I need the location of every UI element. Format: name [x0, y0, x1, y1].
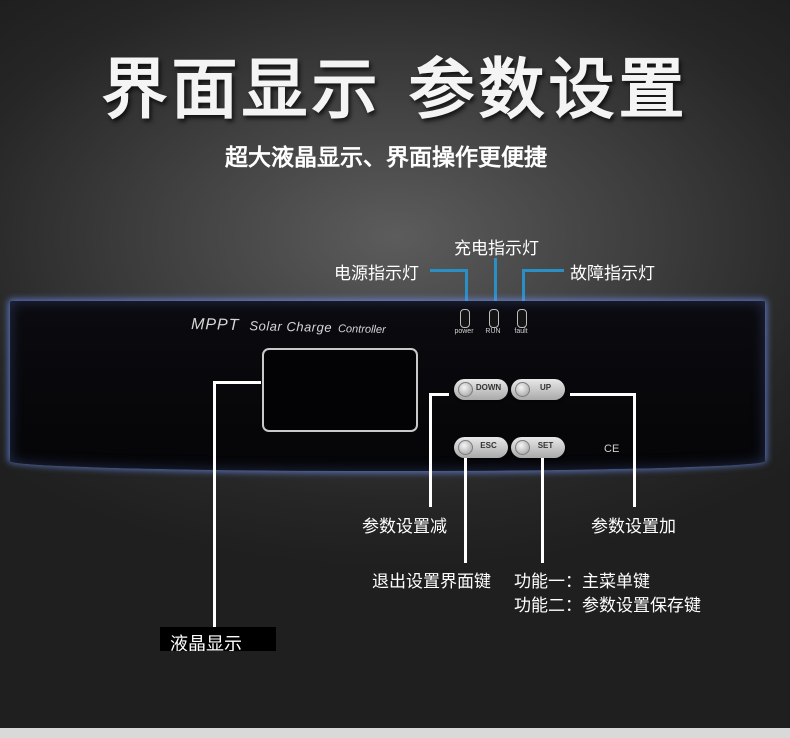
up-button[interactable]: UP	[511, 379, 565, 400]
down-callout-line-h	[429, 393, 449, 396]
up-button-dot-icon	[515, 382, 530, 397]
down-button-dot-icon	[458, 382, 473, 397]
bottom-band	[0, 728, 790, 738]
param-decrease-label: 参数设置减	[362, 517, 447, 537]
brand-mppt: MPPT	[190, 315, 240, 334]
power-indicator-label: 电源指示灯	[334, 264, 419, 284]
down-callout-line-v	[429, 393, 432, 507]
page-subtitle: 超大液晶显示、界面操作更便捷	[225, 145, 547, 171]
brand-solar-charge: Solar Charge	[249, 318, 333, 335]
controller-panel: MPPT Solar Charge Controller power RUN fau…	[10, 301, 765, 471]
lcd-screen	[262, 348, 418, 432]
esc-button-label: ESC	[480, 441, 497, 450]
set-function-2-label: 功能二：参数设置保存键	[514, 596, 701, 616]
charge-indicator-label: 充电指示灯	[454, 239, 539, 259]
down-button[interactable]: DOWN	[454, 379, 508, 400]
page-title: 界面显示 参数设置	[101, 51, 689, 128]
set-button-label: SET	[537, 441, 554, 450]
set-button[interactable]: SET	[511, 437, 565, 458]
ce-mark-icon: CE	[604, 443, 620, 455]
lcd-display-label: 液晶显示	[170, 634, 242, 651]
esc-callout-line	[464, 458, 467, 563]
set-button-dot-icon	[515, 440, 530, 455]
run-led	[489, 309, 499, 328]
power-callout-line-v	[465, 269, 468, 305]
brand-controller: Controller	[337, 323, 386, 337]
esc-button-dot-icon	[458, 440, 473, 455]
set-function-1-label: 功能一：主菜单键	[514, 572, 650, 592]
charge-callout-line	[494, 258, 497, 305]
power-led	[460, 309, 470, 328]
fault-led	[517, 309, 527, 328]
param-increase-label: 参数设置加	[591, 517, 676, 537]
exit-settings-label: 退出设置界面键	[372, 572, 491, 592]
up-callout-line-v	[633, 393, 636, 507]
set-callout-line	[541, 458, 544, 563]
fault-indicator-label: 故障指示灯	[570, 264, 655, 284]
lcd-display-callout: 液晶显示	[160, 627, 276, 651]
down-button-label: DOWN	[475, 383, 502, 392]
up-button-label: UP	[539, 383, 552, 392]
power-callout-line-h	[430, 269, 468, 272]
fault-led-label: fault	[514, 328, 528, 335]
brand-label: MPPT Solar Charge Controller	[191, 316, 386, 338]
up-callout-line-h	[570, 393, 636, 396]
lcd-callout-line-h	[213, 381, 261, 384]
lcd-callout-line-v	[213, 381, 216, 627]
esc-button[interactable]: ESC	[454, 437, 508, 458]
power-led-label: power	[454, 328, 474, 335]
fault-callout-line-h	[522, 269, 564, 272]
run-led-label: RUN	[485, 328, 501, 335]
fault-callout-line-v	[522, 269, 525, 305]
